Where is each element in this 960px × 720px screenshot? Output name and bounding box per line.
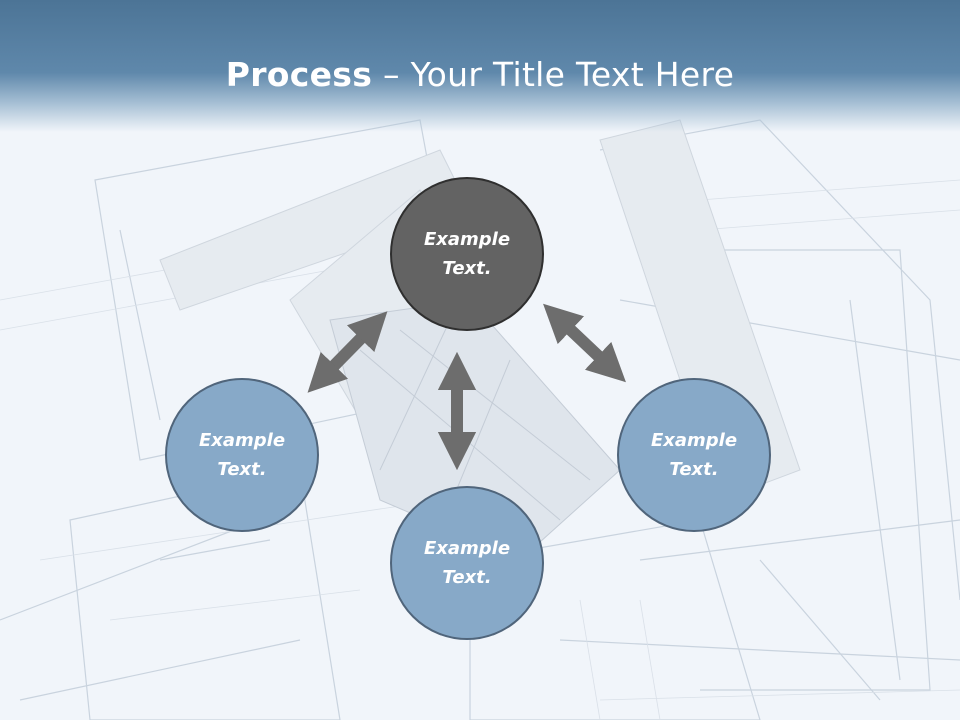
header-band	[0, 0, 960, 132]
node-bottom: Example Text.	[390, 486, 544, 640]
node-left-label: Example Text.	[198, 430, 286, 480]
node-bottom-label: Example Text.	[423, 538, 511, 588]
node-top: Example Text.	[390, 177, 544, 331]
slide-title: Process – Your Title Text Here	[0, 55, 960, 94]
title-bold: Process	[225, 55, 373, 94]
node-right: Example Text.	[617, 378, 771, 532]
title-rest: Your Title Text Here	[410, 55, 735, 94]
arrow-top-left	[307, 311, 388, 393]
title-dash: –	[372, 55, 411, 94]
node-right-label: Example Text.	[650, 430, 738, 480]
node-left: Example Text.	[165, 378, 319, 532]
node-top-label: Example Text.	[423, 229, 511, 279]
arrow-top-right	[543, 303, 626, 383]
